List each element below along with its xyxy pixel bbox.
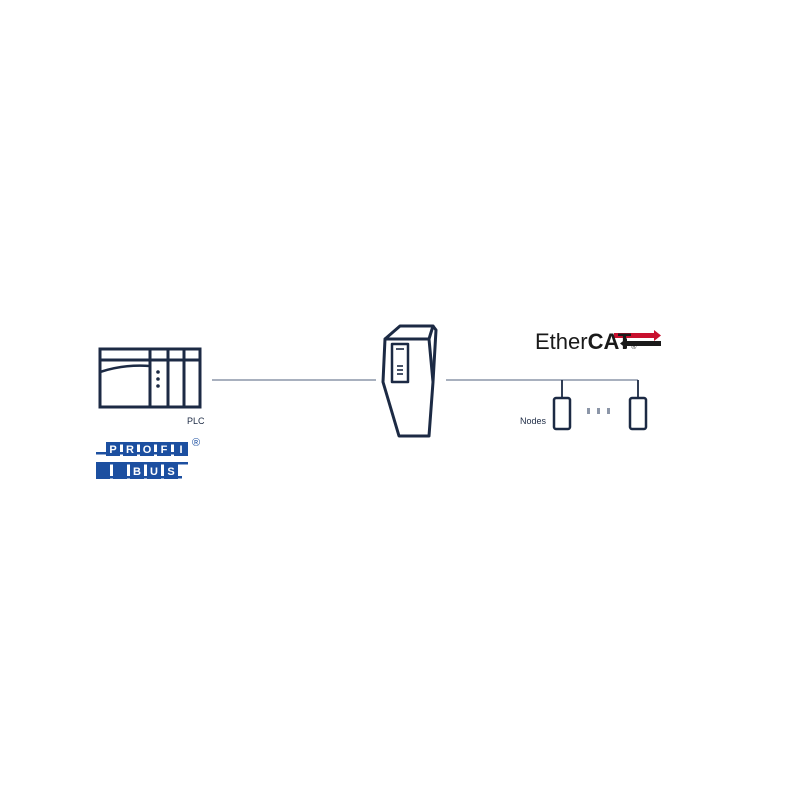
gateway-icon bbox=[381, 324, 438, 438]
node-device-2 bbox=[628, 396, 648, 431]
ethercat-logo: Ether CAT ® bbox=[535, 329, 636, 359]
profibus-box-r bbox=[123, 442, 137, 456]
profibus-letter: U bbox=[150, 466, 158, 478]
profibus-box-b bbox=[130, 462, 144, 479]
profibus-letter: O bbox=[143, 444, 152, 456]
profibus-box-o bbox=[140, 442, 154, 456]
ethercat-logo-part1: Ether bbox=[535, 329, 588, 354]
plc-icon bbox=[98, 347, 202, 409]
profibus-box-u bbox=[147, 462, 161, 479]
profibus-letter: R bbox=[126, 444, 134, 456]
profibus-box-s bbox=[164, 462, 178, 479]
profibus-box-left-b bbox=[113, 462, 127, 479]
profibus-letter: B bbox=[133, 466, 141, 478]
plc-label: PLC bbox=[187, 416, 205, 426]
ellipsis-icon bbox=[587, 408, 610, 414]
ethercat-registered-mark: ® bbox=[631, 344, 637, 351]
profibus-registered-mark: ® bbox=[192, 437, 200, 449]
ethercat-arrows-icon bbox=[614, 330, 661, 349]
profibus-box-i bbox=[174, 442, 188, 456]
profibus-box-left-a bbox=[96, 462, 110, 479]
profibus-letter: I bbox=[179, 444, 182, 456]
profibus-letter: F bbox=[161, 444, 168, 456]
profibus-box-p bbox=[106, 442, 120, 456]
gateway-leds bbox=[396, 348, 404, 375]
nodes-label: Nodes bbox=[520, 416, 547, 426]
profibus-letter: S bbox=[167, 466, 174, 478]
profibus-letter: P bbox=[109, 444, 116, 456]
ethercat-logo-part2: CAT bbox=[587, 329, 632, 354]
plc-status-leds bbox=[156, 370, 160, 388]
profibus-logo: P R O F I B U S ® bbox=[96, 437, 200, 479]
node-device-1 bbox=[552, 396, 572, 431]
profibus-box-f bbox=[157, 442, 171, 456]
